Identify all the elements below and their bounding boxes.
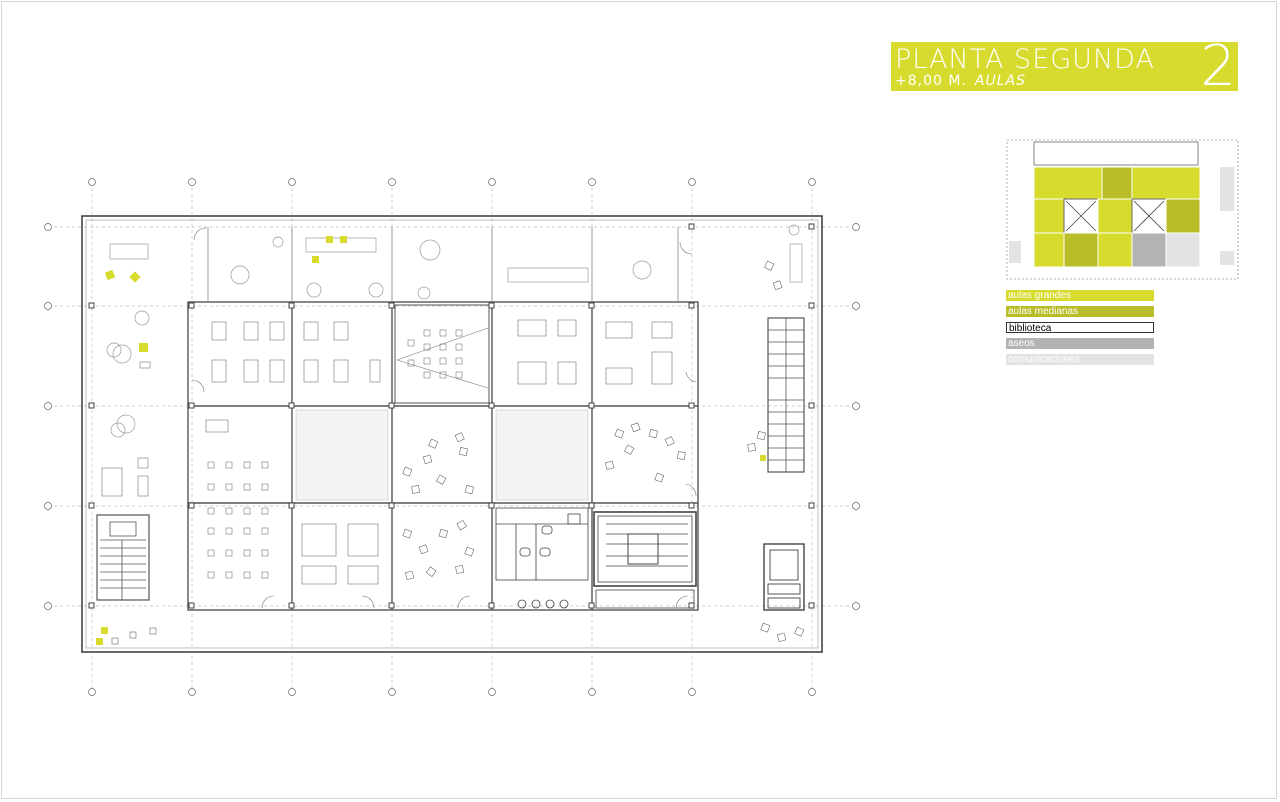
key-map-room [1165, 198, 1201, 234]
long-tables [109, 237, 803, 283]
classroom-desks [101, 319, 673, 585]
key-map-stair [1220, 167, 1234, 211]
floor-number: 2 [1200, 34, 1236, 99]
round-tables [106, 224, 800, 438]
title-block: PLANTA SEGUNDA +8,00 M. AULAS 2 [891, 36, 1238, 98]
level-value: +8,00 M. [895, 73, 967, 89]
stair-core [593, 511, 697, 609]
key-map-circulation [1165, 232, 1201, 268]
key-map-room [1033, 166, 1103, 200]
legend: aulas grandes aulas medianas biblioteca … [1006, 290, 1154, 370]
key-map [1006, 139, 1239, 280]
stair-left [96, 514, 150, 601]
courtyards [295, 409, 589, 501]
key-map-room [1097, 198, 1133, 234]
columns [88, 223, 815, 609]
stair-right [767, 317, 805, 473]
page-title: PLANTA SEGUNDA [895, 44, 1155, 75]
top-band-partitions [207, 227, 679, 302]
accent-markers [96, 236, 766, 645]
elevator [763, 543, 805, 611]
key-map-elevator [1220, 251, 1234, 265]
door-swings [191, 227, 697, 609]
key-map-room [1033, 232, 1065, 268]
library-lines [396, 327, 489, 389]
key-map-room [1131, 166, 1201, 200]
legend-item-aseos: aseos [1006, 338, 1154, 349]
legend-item-biblioteca: biblioteca [1006, 322, 1154, 334]
toilets [495, 507, 589, 609]
use-label: AULAS [974, 73, 1026, 89]
level-subtitle: +8,00 M. AULAS [895, 73, 1026, 89]
key-map-top-band [1033, 141, 1199, 166]
key-map-room [1033, 198, 1065, 234]
exterior-walls [81, 215, 823, 653]
key-map-frame [1006, 139, 1239, 280]
key-map-toilets [1131, 232, 1167, 268]
key-map-room [1063, 232, 1099, 268]
legend-item-comunicaciones: comunicaciones [1006, 354, 1154, 365]
classroom-block [187, 301, 699, 611]
key-map-stair [1009, 241, 1021, 263]
key-map-room [1097, 232, 1133, 268]
legend-item-aulas-grandes: aulas grandes [1006, 290, 1154, 301]
grid-bubbles [44, 178, 860, 696]
legend-item-aulas-medianas: aulas medianas [1006, 306, 1154, 317]
grid-axes [48, 182, 856, 692]
key-map-room [1101, 166, 1133, 200]
scattered-chairs [111, 260, 805, 645]
